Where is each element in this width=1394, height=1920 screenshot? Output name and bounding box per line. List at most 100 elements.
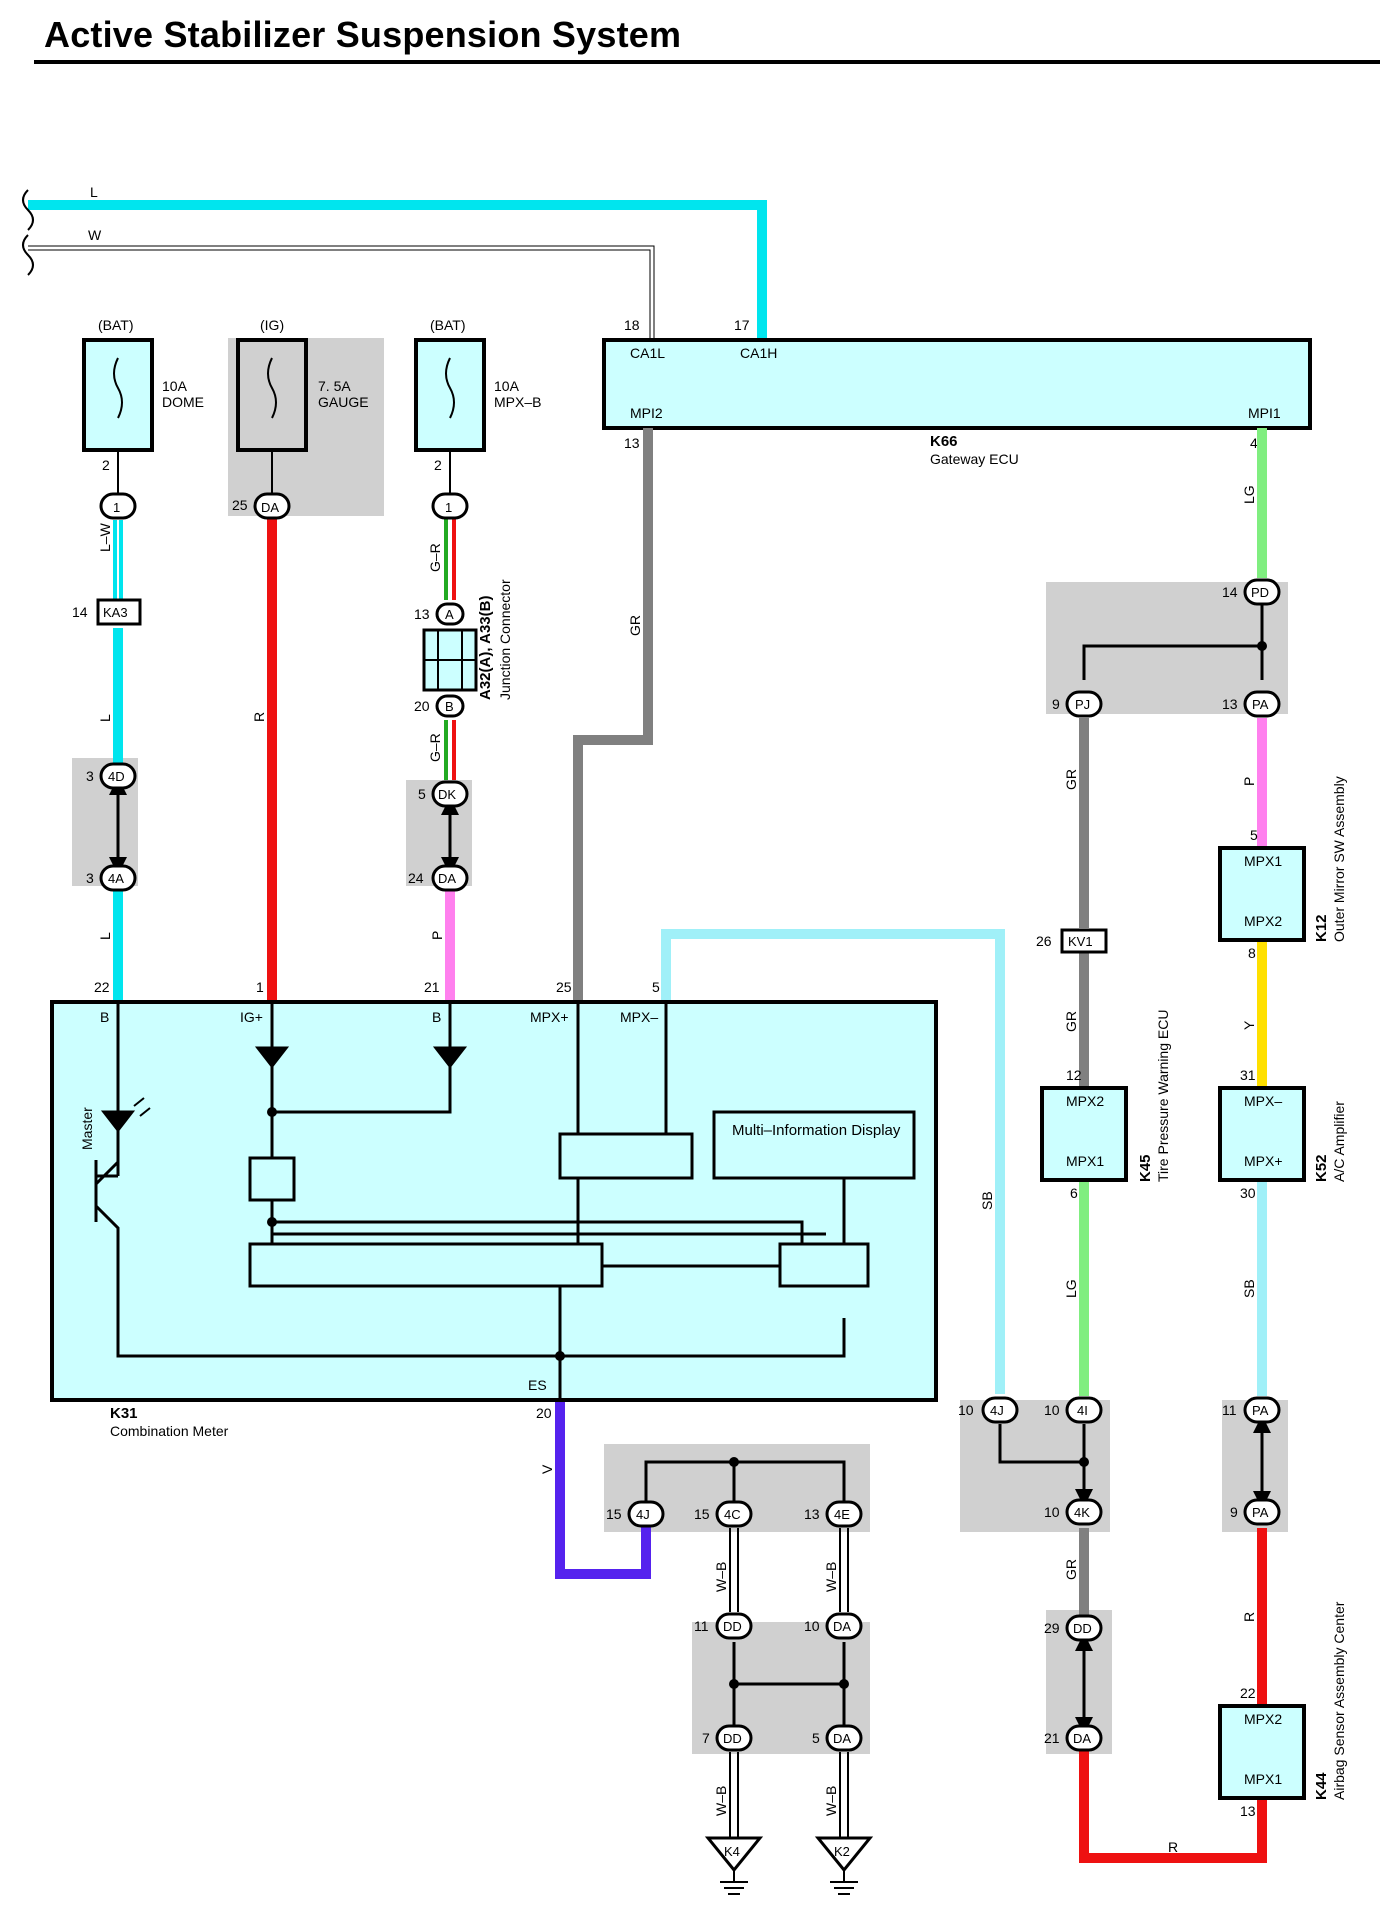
svg-text:4J: 4J	[636, 1507, 650, 1522]
svg-text:1: 1	[445, 500, 452, 515]
svg-text:K12: K12	[1313, 914, 1330, 942]
meter-box	[50, 1000, 938, 1402]
bus-l-wire	[28, 200, 767, 340]
connector-b: B20	[414, 694, 465, 718]
svg-text:K52: K52	[1313, 1154, 1330, 1182]
svg-text:3: 3	[86, 768, 94, 784]
ground-k4: K4	[704, 1836, 764, 1895]
bus-w-wire	[28, 246, 654, 340]
gateway-name: Gateway ECU	[930, 451, 1019, 467]
svg-text:K2: K2	[834, 1844, 850, 1859]
svg-text:DD: DD	[1073, 1621, 1092, 1636]
fuse-box	[82, 338, 154, 452]
svg-text:15: 15	[606, 1506, 622, 1522]
svg-text:DK: DK	[438, 787, 456, 802]
bus-w-label: W	[88, 227, 102, 243]
pin-25: 25	[556, 979, 572, 995]
fuse-name: GAUGE	[318, 394, 369, 410]
term-b2: B	[432, 1009, 441, 1025]
svg-text:P: P	[1241, 777, 1257, 786]
fuse-source: (BAT)	[98, 317, 134, 333]
connector-da-ig: DA	[253, 492, 291, 520]
svg-text:LG: LG	[1063, 1279, 1079, 1298]
svg-text:MPX+: MPX+	[1244, 1153, 1283, 1169]
term-mpi2: MPI2	[630, 405, 663, 421]
svg-text:9: 9	[1230, 1504, 1238, 1520]
ground-k2: K2	[814, 1836, 874, 1895]
gateway-box	[602, 338, 1312, 430]
svg-text:DD: DD	[723, 1619, 742, 1634]
svg-text:LG: LG	[1241, 485, 1257, 504]
term-ca1h: CA1H	[740, 345, 777, 361]
svg-text:20: 20	[414, 698, 430, 714]
svg-text:14: 14	[1222, 584, 1238, 600]
connector-4d: 4D3	[86, 762, 137, 790]
svg-text:K44: K44	[1313, 1772, 1330, 1800]
svg-text:31: 31	[1240, 1067, 1256, 1083]
svg-text:PJ: PJ	[1075, 697, 1090, 712]
svg-text:12: 12	[1066, 1067, 1082, 1083]
junction-desc: Junction Connector	[497, 579, 513, 700]
svg-text:KA3: KA3	[103, 605, 128, 620]
connector-c1a: 1	[99, 492, 137, 520]
pin-5: 5	[652, 979, 660, 995]
svg-text:A/C Amplifier: A/C Amplifier	[1331, 1101, 1347, 1182]
fuse-icon	[445, 357, 455, 419]
svg-text:8: 8	[1248, 945, 1256, 961]
term-mpi1: MPI1	[1248, 405, 1281, 421]
connector-gdd2: DD7	[702, 1724, 753, 1752]
svg-text:P: P	[429, 931, 445, 940]
term-mpxp: MPX+	[530, 1009, 569, 1025]
gateway-ecu: 18 17 CA1L CA1H MPI2 MPI1 13 4 K66 Gatew…	[602, 317, 1312, 467]
svg-text:5: 5	[812, 1730, 820, 1746]
svg-text:7: 7	[702, 1730, 710, 1746]
svg-text:6: 6	[1070, 1185, 1078, 1201]
svg-text:PA: PA	[1252, 1403, 1269, 1418]
svg-text:9: 9	[1052, 696, 1060, 712]
svg-text:30: 30	[1240, 1185, 1256, 1201]
ground-icon	[830, 1870, 858, 1895]
svg-text:3: 3	[86, 870, 94, 886]
svg-text:K45: K45	[1137, 1154, 1154, 1182]
connector-g4j: 4J 15	[606, 1500, 665, 1528]
svg-text:4C: 4C	[724, 1507, 741, 1522]
svg-text:Tire Pressure Warning ECU: Tire Pressure Warning ECU	[1155, 1010, 1171, 1182]
svg-text:L–W: L–W	[97, 522, 113, 552]
combination-meter: 22 1 21 25 5 B IG+ B MPX+ MPX– ES 20 K31…	[50, 979, 938, 1439]
wire-sb-meter	[661, 929, 1005, 1394]
gateway-code: K66	[930, 433, 958, 450]
mid-label-container: Multi–Information Display	[732, 1122, 900, 1139]
svg-text:V: V	[539, 1464, 555, 1474]
fuse-pin: 2	[434, 457, 442, 473]
pin-21: 21	[424, 979, 440, 995]
svg-text:DA: DA	[438, 871, 456, 886]
pin-20: 20	[536, 1405, 552, 1421]
svg-text:24: 24	[408, 870, 424, 886]
connector-pa3: PA9	[1230, 1498, 1281, 1526]
svg-text:Outer Mirror SW Assembly: Outer Mirror SW Assembly	[1331, 776, 1347, 942]
svg-text:5: 5	[418, 786, 426, 802]
pin-18: 18	[624, 317, 640, 333]
k52-component: MPX– MPX+ 31 30 K52 A/C Amplifier	[1218, 1067, 1347, 1201]
svg-text:W–B: W–B	[713, 1562, 729, 1592]
svg-text:G–R: G–R	[427, 733, 443, 762]
pin-17: 17	[734, 317, 750, 333]
term-b: B	[100, 1009, 109, 1025]
svg-text:MPX1: MPX1	[1066, 1153, 1104, 1169]
fuse-name: MPX–B	[494, 394, 541, 410]
fuse-gauge: (IG) 7. 5A GAUGE 25	[232, 317, 369, 513]
fuse-box	[414, 338, 486, 452]
title-underline	[34, 60, 1380, 64]
fuse-mpx-b: (BAT) 10A MPX–B 2	[414, 317, 541, 473]
svg-text:PA: PA	[1252, 697, 1269, 712]
svg-text:26: 26	[1036, 933, 1052, 949]
svg-text:W–B: W–B	[823, 1786, 839, 1816]
led-icon	[133, 1097, 151, 1117]
svg-text:R: R	[1241, 1612, 1257, 1622]
